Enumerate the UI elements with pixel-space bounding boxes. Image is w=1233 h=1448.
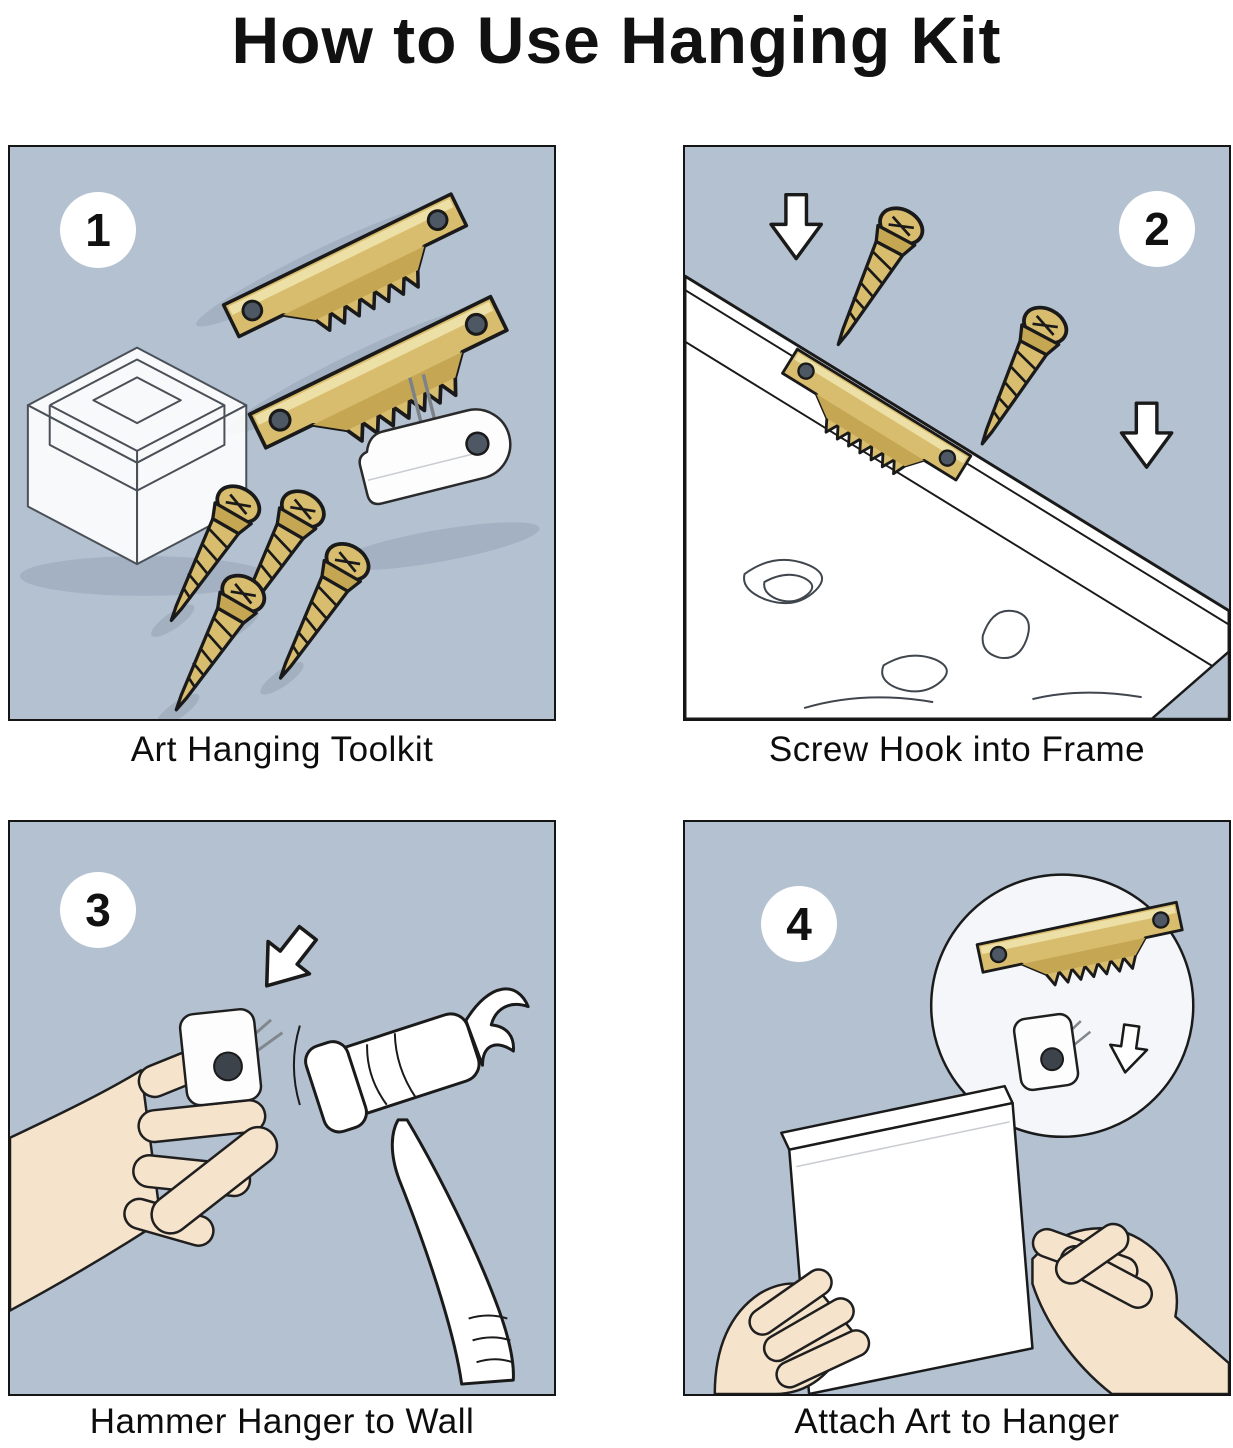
page-title: How to Use Hanging Kit — [231, 3, 1002, 77]
plastic-hook-icon — [1012, 1012, 1092, 1092]
magnifier-circle — [929, 873, 1195, 1139]
arrow-down-icon — [1119, 401, 1174, 469]
arrow-down-icon — [244, 915, 331, 1004]
step-1-caption: Art Hanging Toolkit — [130, 730, 434, 769]
plastic-hook-icon — [358, 373, 512, 506]
step-panel-4: 4 — [683, 820, 1231, 1396]
screw-icon — [960, 298, 1075, 457]
hammer-icon — [292, 987, 530, 1386]
hand-illustration — [1031, 1222, 1229, 1394]
storage-box-icon — [26, 346, 248, 566]
frame-board — [685, 274, 1229, 719]
plastic-hook-icon — [178, 1007, 284, 1107]
step-number-badge: 2 — [1119, 191, 1195, 267]
step-4-caption: Attach Art to Hanger — [794, 1402, 1120, 1441]
step-number-badge: 3 — [60, 872, 136, 948]
step-2-caption: Screw Hook into Frame — [768, 730, 1146, 769]
step-3-illustration — [10, 915, 530, 1386]
wood-grain — [743, 558, 1142, 710]
step-2-illustration — [685, 192, 1229, 719]
step-3-caption: Hammer Hanger to Wall — [89, 1402, 475, 1441]
step-number-badge: 4 — [761, 886, 837, 962]
step-panel-3: 3 — [8, 820, 556, 1396]
step-1-illustration — [19, 192, 540, 719]
thumb — [150, 1125, 279, 1235]
step-panel-2: 2 — [683, 145, 1231, 721]
hand-illustration — [713, 1268, 871, 1394]
step-4-illustration — [713, 873, 1229, 1394]
step-panel-1: 1 — [8, 145, 556, 721]
step-number-badge: 1 — [60, 192, 136, 268]
arrow-down-icon — [769, 192, 824, 261]
screw-icon — [816, 199, 931, 357]
